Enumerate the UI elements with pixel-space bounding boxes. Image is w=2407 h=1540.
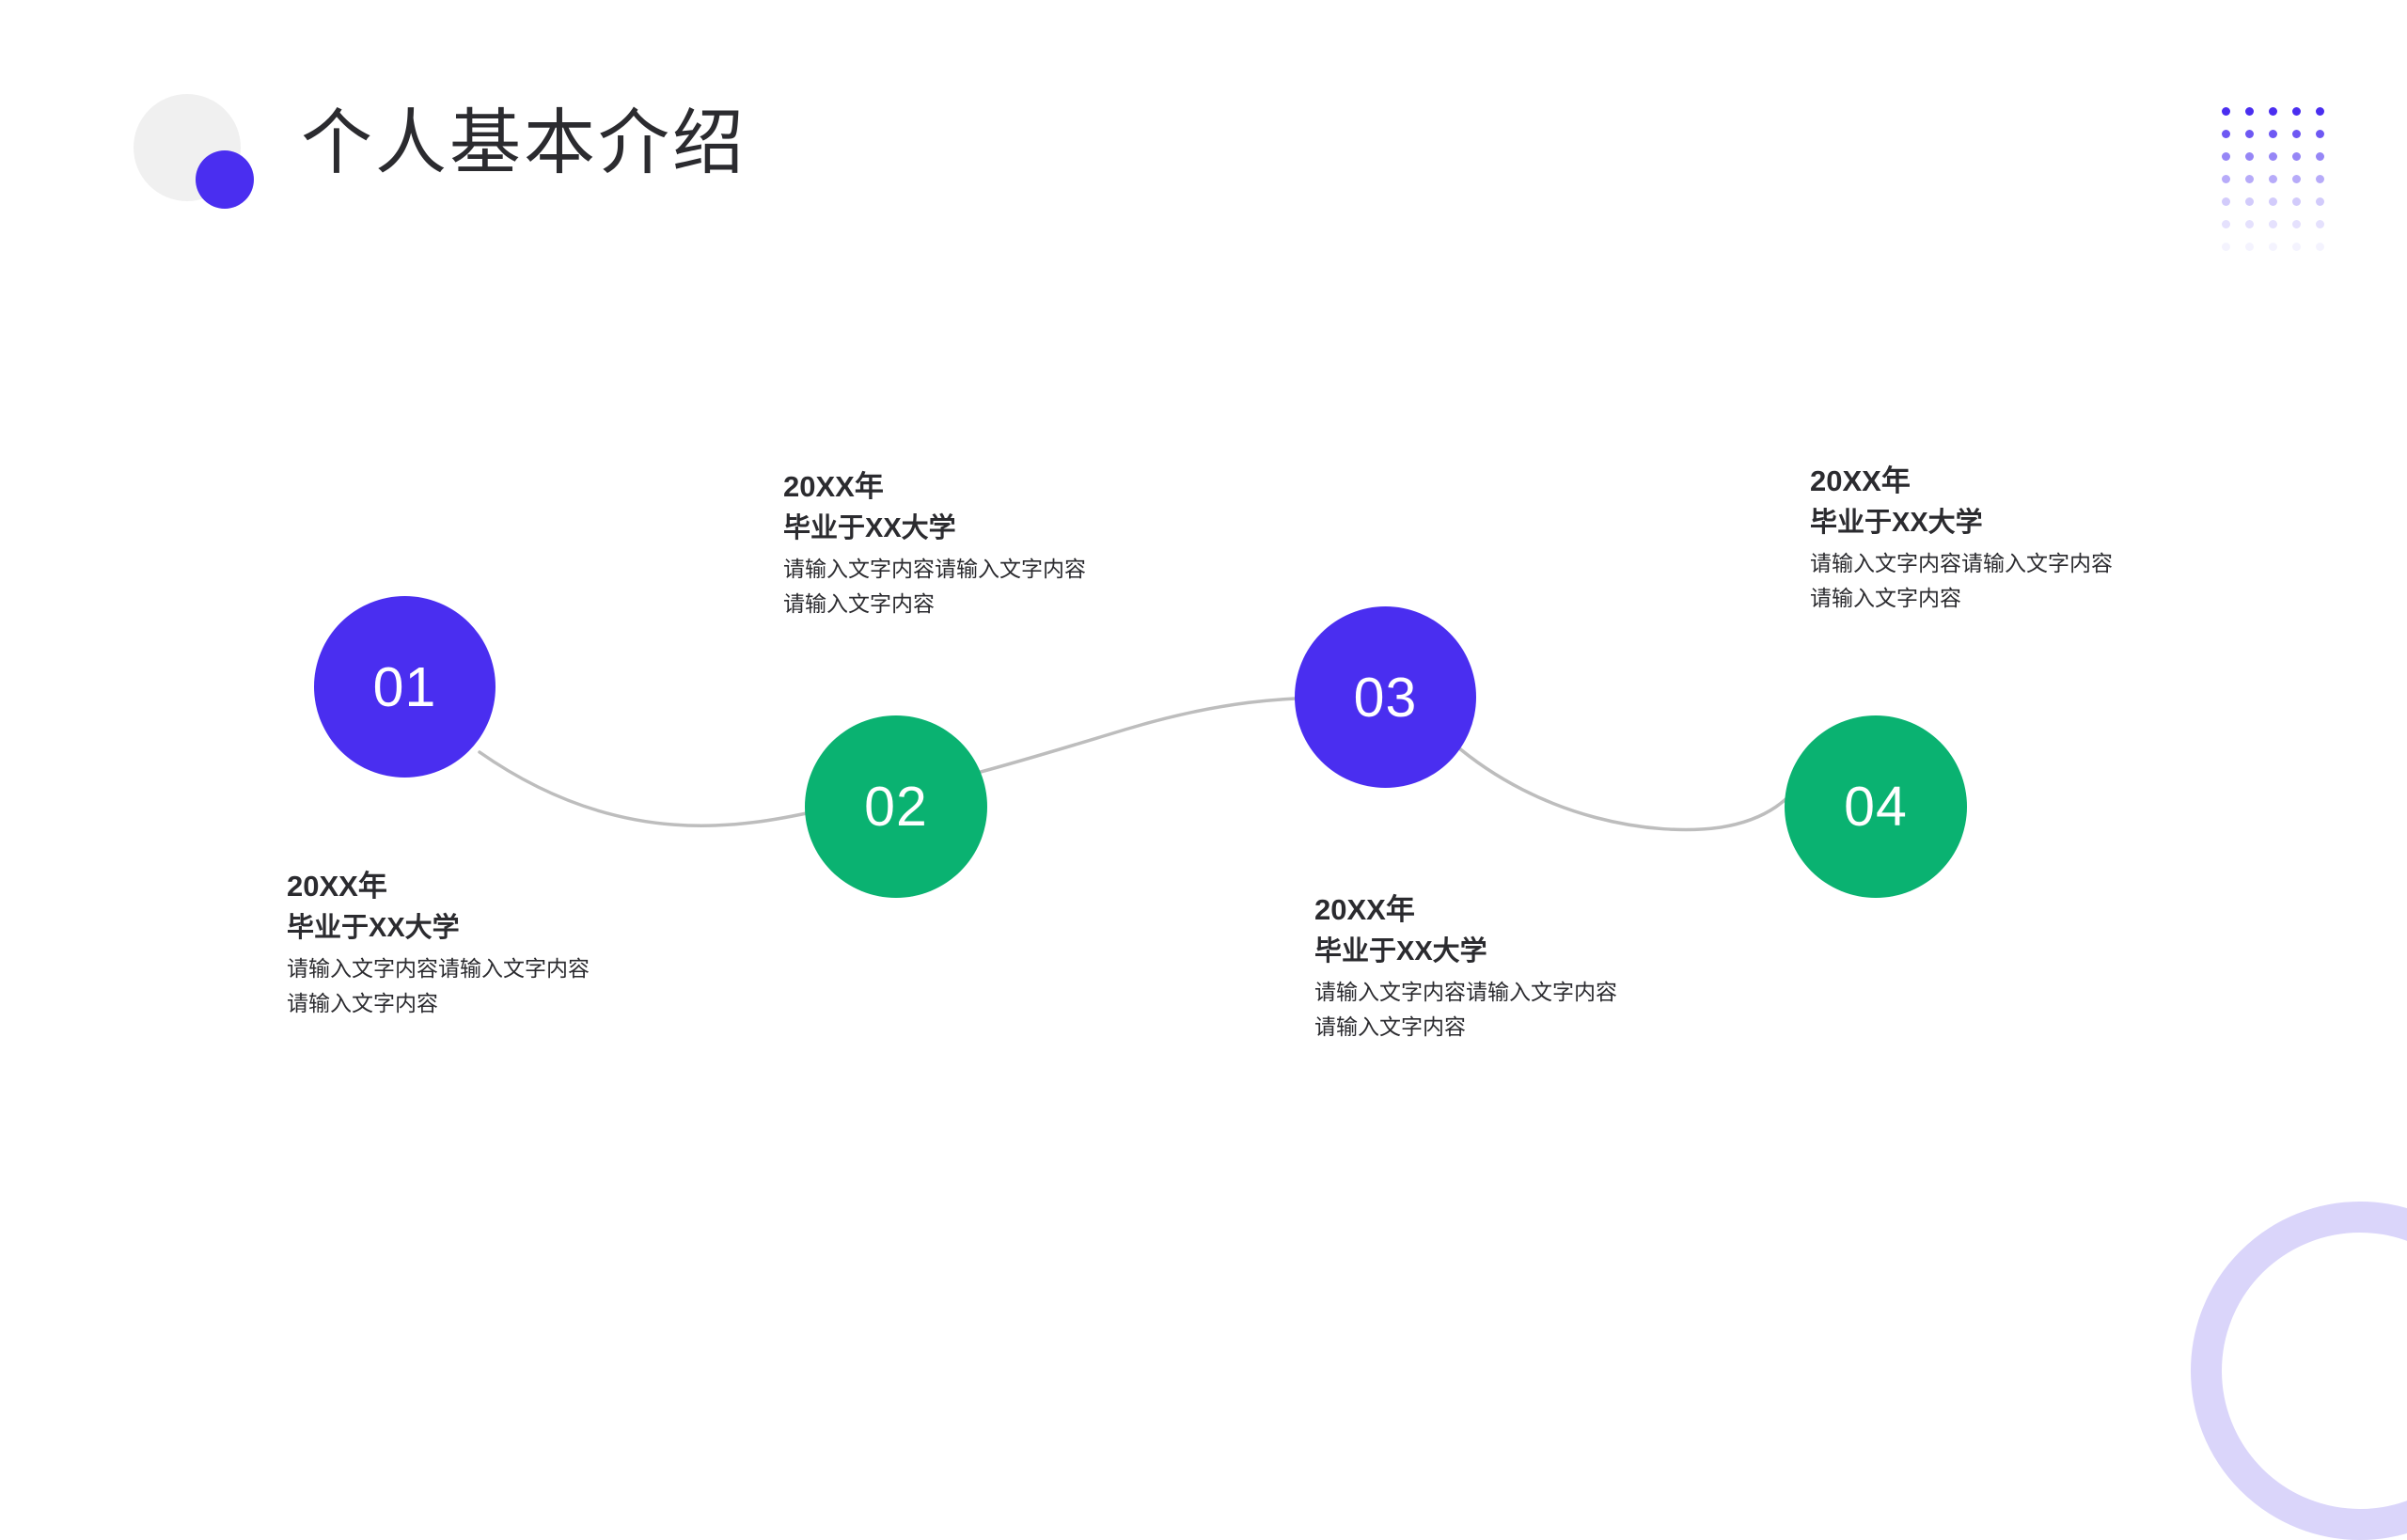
timeline-node-02[interactable]: 02 (805, 715, 987, 898)
grid-dot-icon (2222, 151, 2230, 161)
grid-dot-icon (2316, 129, 2324, 138)
grid-dot-icon (2222, 129, 2230, 138)
grid-dot-icon (2292, 242, 2301, 251)
timeline-node-number: 02 (864, 776, 928, 838)
entry-school: 毕业于XX大学 (1314, 936, 1487, 966)
grid-dot-icon (2269, 151, 2277, 161)
grid-dot-icon (2222, 174, 2230, 183)
header-blue-circle-decoration (196, 150, 254, 209)
timeline-node-04[interactable]: 04 (1785, 715, 1967, 898)
entry-year: 20XX年 (287, 870, 387, 903)
grid-dot-icon (2316, 174, 2324, 183)
grid-dot-icon (2269, 174, 2277, 183)
timeline-section: 01 02 03 04 20XX年 毕业于XX大学 请输入文字内容请输入文字内容… (287, 461, 2252, 1045)
grid-dot-icon (2245, 174, 2254, 183)
entry-description: 请输入文字内容请输入文字内容 请输入文字内容 (783, 552, 1225, 621)
entry-description: 请输入文字内容请输入文字内容 请输入文字内容 (1810, 546, 2252, 616)
timeline-node-number: 03 (1353, 666, 1418, 729)
grid-dot-icon (2269, 106, 2277, 116)
entry-description-line: 请输入文字内容请输入文字内容 (1810, 551, 2113, 575)
entry-school: 毕业于XX大学 (783, 513, 956, 543)
entry-description-line: 请输入文字内容请输入文字内容 (783, 557, 1086, 581)
grid-dot-icon (2245, 106, 2254, 116)
timeline-entry-01: 20XX年 毕业于XX大学 请输入文字内容请输入文字内容 请输入文字内容 (287, 866, 729, 1021)
slide-header: 个人基本介绍 (0, 0, 2407, 235)
dot-grid-row (2222, 100, 2338, 122)
dot-grid-decoration (2222, 100, 2338, 251)
grid-dot-icon (2222, 242, 2230, 251)
grid-dot-icon (2222, 106, 2230, 116)
grid-dot-icon (2245, 129, 2254, 138)
entry-year: 20XX年 (783, 470, 884, 503)
entry-description-line: 请输入文字内容请输入文字内容 (287, 956, 590, 981)
grid-dot-icon (2292, 129, 2301, 138)
grid-dot-icon (2292, 219, 2301, 228)
grid-dot-icon (2316, 219, 2324, 228)
entry-year: 20XX年 (1314, 893, 1415, 926)
timeline-node-01[interactable]: 01 (314, 596, 496, 778)
entry-description-line: 请输入文字内容 (1810, 586, 1961, 610)
timeline-entry-03: 20XX年 毕业于XX大学 请输入文字内容请输入文字内容 请输入文字内容 (1314, 889, 1756, 1045)
page-title: 个人基本介绍 (301, 104, 747, 183)
dot-grid-row (2222, 235, 2338, 258)
grid-dot-icon (2245, 151, 2254, 161)
entry-description: 请输入文字内容请输入文字内容 请输入文字内容 (1314, 975, 1756, 1045)
grid-dot-icon (2269, 196, 2277, 206)
entry-school: 毕业于XX大学 (1810, 508, 1983, 538)
timeline-node-number: 04 (1844, 776, 1908, 838)
grid-dot-icon (2292, 196, 2301, 206)
entry-year: 20XX年 (1810, 464, 1911, 497)
dot-grid-row (2222, 145, 2338, 167)
entry-description-line: 请输入文字内容 (287, 991, 438, 1015)
dot-grid-row (2222, 190, 2338, 212)
timeline-node-03[interactable]: 03 (1295, 606, 1476, 788)
grid-dot-icon (2222, 219, 2230, 228)
timeline-node-number: 01 (372, 655, 437, 718)
dot-grid-row (2222, 122, 2338, 145)
entry-description-line: 请输入文字内容请输入文字内容 (1314, 980, 1617, 1004)
entry-school: 毕业于XX大学 (287, 913, 460, 943)
grid-dot-icon (2316, 242, 2324, 251)
grid-dot-icon (2269, 129, 2277, 138)
grid-dot-icon (2245, 196, 2254, 206)
grid-dot-icon (2292, 106, 2301, 116)
grid-dot-icon (2316, 106, 2324, 116)
timeline-entry-04: 20XX年 毕业于XX大学 请输入文字内容请输入文字内容 请输入文字内容 (1810, 461, 2252, 616)
grid-dot-icon (2316, 151, 2324, 161)
timeline-entry-02: 20XX年 毕业于XX大学 请输入文字内容请输入文字内容 请输入文字内容 (783, 466, 1225, 621)
grid-dot-icon (2222, 196, 2230, 206)
dot-grid-row (2222, 167, 2338, 190)
grid-dot-icon (2269, 219, 2277, 228)
grid-dot-icon (2245, 242, 2254, 251)
entry-description-line: 请输入文字内容 (1314, 1014, 1466, 1039)
entry-description: 请输入文字内容请输入文字内容 请输入文字内容 (287, 951, 729, 1021)
grid-dot-icon (2292, 174, 2301, 183)
grid-dot-icon (2316, 196, 2324, 206)
grid-dot-icon (2269, 242, 2277, 251)
entry-description-line: 请输入文字内容 (783, 591, 935, 616)
dot-grid-row (2222, 212, 2338, 235)
grid-dot-icon (2292, 151, 2301, 161)
grid-dot-icon (2245, 219, 2254, 228)
